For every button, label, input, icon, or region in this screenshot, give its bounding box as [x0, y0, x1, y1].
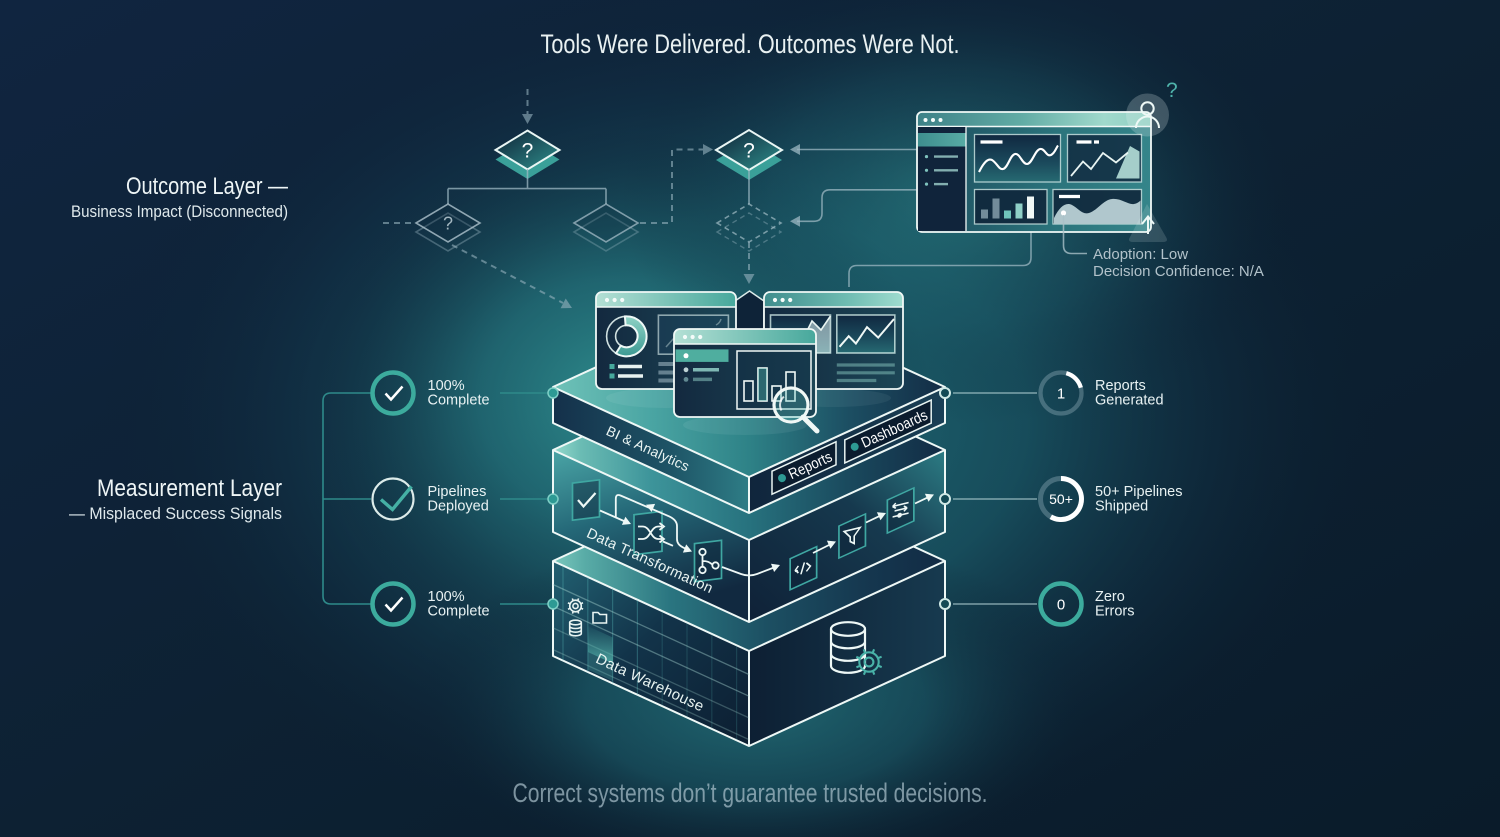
- svg-text:Zero: Zero: [1095, 589, 1125, 605]
- svg-text:Measurement Layer: Measurement Layer: [97, 475, 282, 502]
- svg-text:?: ?: [743, 140, 755, 163]
- svg-text:1: 1: [1057, 386, 1065, 403]
- svg-text:Errors: Errors: [1095, 604, 1134, 620]
- svg-text:50+ Pipelines: 50+ Pipelines: [1095, 484, 1182, 500]
- svg-text:Shipped: Shipped: [1095, 499, 1148, 515]
- svg-text:Deployed: Deployed: [428, 499, 489, 515]
- svg-text:Business Impact (Disconnected): Business Impact (Disconnected): [71, 202, 288, 221]
- svg-text:Tools Were Delivered. Outcomes: Tools Were Delivered. Outcomes Were Not.: [541, 29, 960, 59]
- svg-text:?: ?: [443, 213, 453, 233]
- svg-text:100%: 100%: [428, 589, 465, 605]
- svg-text:50+: 50+: [1049, 491, 1073, 507]
- svg-text:?: ?: [522, 140, 534, 163]
- svg-text:Complete: Complete: [428, 604, 490, 620]
- svg-text:?: ?: [1166, 79, 1178, 102]
- svg-text:Outcome Layer —: Outcome Layer —: [126, 173, 288, 200]
- svg-text:Decision Confidence: N/A: Decision Confidence: N/A: [1093, 263, 1264, 280]
- svg-text:Pipelines: Pipelines: [428, 484, 487, 500]
- svg-text:Reports: Reports: [1095, 378, 1146, 394]
- svg-text:Complete: Complete: [428, 393, 490, 409]
- svg-text:100%: 100%: [428, 378, 465, 394]
- svg-text:Correct systems don’t guarante: Correct systems don’t guarantee trusted …: [513, 778, 988, 808]
- svg-text:0: 0: [1057, 597, 1065, 614]
- svg-text:— Misplaced Success Signals: — Misplaced Success Signals: [69, 504, 282, 523]
- svg-text:Adoption: Low: Adoption: Low: [1093, 246, 1188, 263]
- svg-text:Generated: Generated: [1095, 393, 1164, 409]
